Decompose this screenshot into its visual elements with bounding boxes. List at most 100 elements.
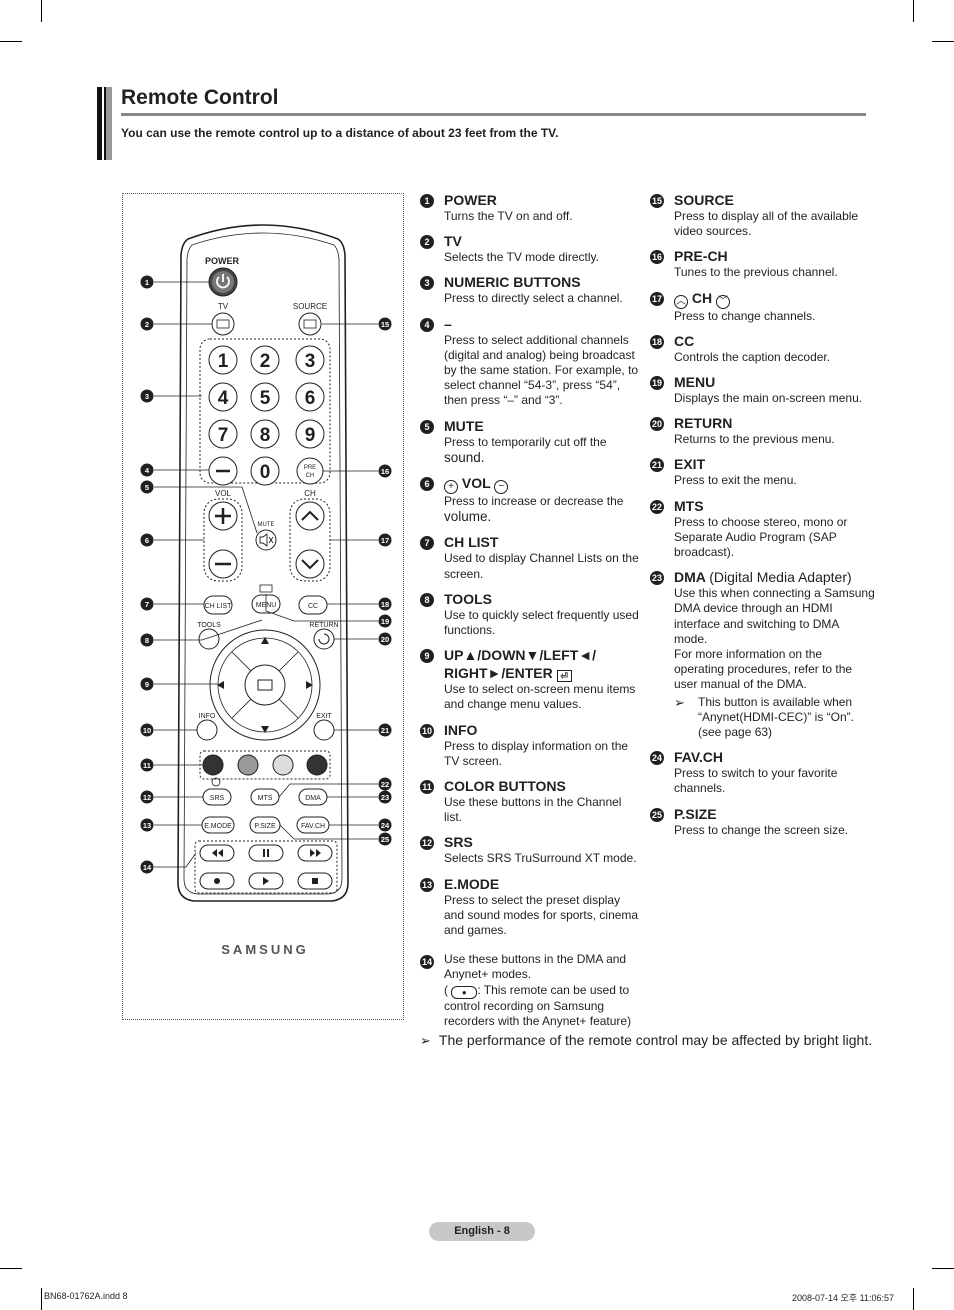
callout-number: 14: [143, 863, 152, 872]
callout-badge: [140, 758, 154, 772]
record-icon: [214, 878, 220, 884]
left-arrow-icon: [217, 681, 224, 689]
callout-lines: [154, 281, 378, 868]
callout-badge: [140, 463, 154, 477]
crop-mark: [41, 0, 42, 22]
item-label: E.MODE: [444, 875, 500, 892]
item-label: DMA: [674, 569, 706, 586]
item-number: 2: [420, 235, 434, 250]
source-button: [298, 312, 322, 336]
item-label: CH: [691, 289, 713, 306]
page-number: English - 8: [429, 1222, 535, 1241]
item-tools: 8 TOOLS Use to quickly select frequently…: [420, 590, 640, 638]
callout-badge: [378, 777, 392, 791]
color-button-blue: [306, 754, 328, 776]
source-label: SOURCE: [293, 302, 327, 311]
callout-number: 9: [145, 680, 149, 689]
ch-list-button: [203, 595, 233, 615]
item-number: 23: [650, 571, 664, 586]
item-label: CC: [674, 332, 695, 349]
tv-button: [211, 312, 235, 336]
item-desc: Press to choose stereo, mono or Separate…: [674, 514, 848, 560]
item-desc: Selects SRS TruSurround XT mode.: [444, 851, 637, 866]
item-tv: 2 TV Selects the TV mode directly.: [420, 232, 640, 265]
item-srs: 12 SRS Selects SRS TruSurround XT mode.: [420, 833, 640, 866]
plus-icon: +: [444, 480, 458, 495]
item-pre-ch: 16 PRE-CH Tunes to the previous channel.: [650, 247, 875, 280]
item-number: 15: [650, 194, 664, 208]
item-desc: Used to display Channel Lists on the scr…: [444, 551, 639, 581]
callout-badge: [378, 790, 392, 804]
callout-number: 15: [381, 320, 389, 329]
chevron-up-icon: ︿: [674, 294, 688, 309]
item-navigation: 9 UP▲/DOWN▼/LEFT◄/ RIGHT►/ENTER ⏎ Use to…: [420, 646, 640, 712]
callout-badge: [378, 614, 392, 628]
svg-text:PRE: PRE: [304, 465, 316, 471]
item-desc-paren: (: [444, 982, 448, 997]
stop-icon: [312, 878, 318, 884]
item-desc-2: For more information on the operating pr…: [674, 647, 853, 692]
callout-number: 12: [143, 793, 151, 802]
item-mts: 22 MTS Press to choose stereo, mono or S…: [650, 497, 875, 561]
svg-text:E.MODE: E.MODE: [204, 823, 232, 830]
return-icon: [318, 633, 330, 645]
fast-forward-icon: [310, 849, 321, 857]
ch-down-button: [295, 549, 325, 579]
item-label: PRE-CH: [674, 248, 728, 265]
vol-label: VOL: [215, 489, 232, 498]
speaker-mute-icon: [259, 533, 274, 547]
dma-note: ➢ This button is available when “Anynet(…: [674, 695, 875, 741]
item-desc-2: : This remote can be used to control rec…: [444, 982, 632, 1028]
callout-badge: [378, 723, 392, 737]
svg-text:CH LIST: CH LIST: [205, 603, 233, 610]
item-desc: Selects the TV mode directly.: [444, 250, 599, 265]
digit-button-5: [250, 382, 280, 412]
item-number: 12: [420, 836, 434, 851]
arrow-icon: ➢: [420, 1033, 431, 1048]
callout-number: 7: [145, 600, 149, 609]
callout-badge: [140, 597, 154, 611]
digit-label: 0: [260, 462, 271, 483]
remote-body-inner: [183, 232, 343, 895]
vol-rocker: [203, 498, 243, 582]
exit-label: EXIT: [316, 713, 332, 720]
cc-button: [298, 595, 328, 615]
item-ch: 17 ︿ CH ﹀ Press to change channels.: [650, 289, 875, 324]
item-label: SOURCE: [674, 192, 734, 208]
digit-button-2: [250, 345, 280, 375]
item-cc: 18 CC Controls the caption decoder.: [650, 332, 875, 365]
playback-area: [194, 840, 338, 894]
item-label: TOOLS: [444, 590, 492, 607]
callout-badge: [140, 480, 154, 494]
item-number: 24: [650, 751, 664, 766]
record-icon: ●: [451, 985, 478, 999]
tv-label: TV: [218, 302, 229, 311]
svg-text:CH: CH: [306, 473, 315, 479]
digit-label: 1: [218, 351, 229, 372]
callout-number: 25: [381, 835, 389, 844]
digit-label: 6: [305, 388, 316, 409]
svg-text:DMA: DMA: [305, 795, 321, 802]
item-number: 7: [420, 536, 434, 551]
item-label: CH LIST: [444, 534, 499, 551]
digit-button-6: [295, 382, 325, 412]
play-icon: [263, 877, 269, 885]
crop-mark: [0, 1268, 22, 1269]
exit-button: [313, 719, 335, 741]
enter-icon: [257, 679, 273, 691]
item-label: MTS: [674, 497, 704, 514]
callout-number: 19: [381, 617, 389, 626]
digit-button-3: [295, 345, 325, 375]
item-number: 3: [420, 276, 434, 291]
item-label: MUTE: [444, 417, 484, 434]
callout-number: 11: [143, 761, 151, 770]
info-label: INFO: [199, 713, 216, 720]
digit-label: 5: [260, 388, 271, 409]
item-desc: Press to change channels.: [674, 308, 816, 323]
callout-number: 1: [145, 278, 149, 287]
item-desc-word: sound.: [444, 449, 485, 465]
item-number: 18: [650, 334, 664, 349]
samsung-logo: SAMSUNG: [221, 942, 308, 957]
mute-label: MUTE: [258, 522, 275, 528]
